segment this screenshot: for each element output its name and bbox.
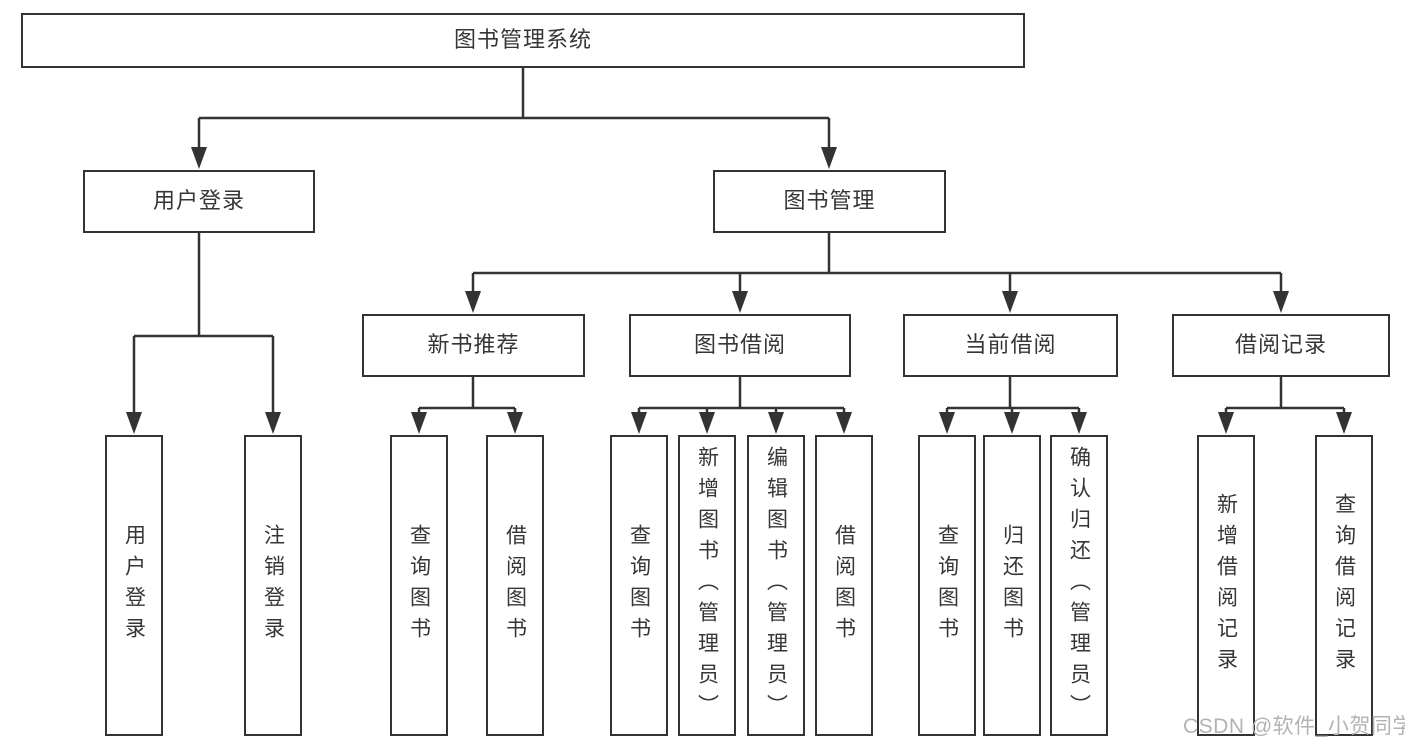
node-br-add-record: 新增借阅记录 <box>1197 435 1255 736</box>
node-cb-return-books-label: 归还图书 <box>1000 523 1024 648</box>
node-book-management: 图书管理 <box>713 170 946 233</box>
arrowhead-icon <box>1004 412 1020 434</box>
node-book-borrowing: 图书借阅 <box>629 314 851 377</box>
node-bb-query-books: 查询图书 <box>610 435 668 736</box>
node-cb-return-books: 归还图书 <box>983 435 1041 736</box>
node-book-borrowing-label: 图书借阅 <box>693 332 786 358</box>
node-br-query-record: 查询借阅记录 <box>1315 435 1373 736</box>
arrowhead-icon <box>1002 291 1018 313</box>
node-nb-borrow-books-label: 借阅图书 <box>503 523 527 648</box>
arrowhead-icon <box>768 412 784 434</box>
node-book-management-label: 图书管理 <box>783 188 876 214</box>
arrowhead-icon <box>631 412 647 434</box>
node-logout-label: 注销登录 <box>261 523 285 648</box>
node-logout: 注销登录 <box>244 435 302 736</box>
arrowhead-icon <box>836 412 852 434</box>
node-user-login: 用户登录 <box>105 435 163 736</box>
node-user-login-group-label: 用户登录 <box>152 188 245 214</box>
node-bb-edit-books-admin-label: 编辑图书（管理员） <box>764 446 788 725</box>
arrowhead-icon <box>1071 412 1087 434</box>
arrowhead-icon <box>265 412 281 434</box>
node-cb-query-books: 查询图书 <box>918 435 976 736</box>
node-new-book-recommend: 新书推荐 <box>362 314 585 377</box>
node-br-query-record-label: 查询借阅记录 <box>1332 492 1356 679</box>
arrowhead-icon <box>507 412 523 434</box>
arrowhead-icon <box>1218 412 1234 434</box>
arrowhead-icon <box>732 291 748 313</box>
node-borrow-records: 借阅记录 <box>1172 314 1390 377</box>
node-root-label: 图书管理系统 <box>453 27 592 53</box>
node-cb-query-books-label: 查询图书 <box>935 523 959 648</box>
node-nb-query-books: 查询图书 <box>390 435 448 736</box>
node-nb-borrow-books: 借阅图书 <box>486 435 544 736</box>
arrowhead-icon <box>465 291 481 313</box>
node-current-borrowing-label: 当前借阅 <box>964 332 1057 358</box>
node-user-login-group: 用户登录 <box>83 170 315 233</box>
node-bb-add-books-admin: 新增图书（管理员） <box>678 435 736 736</box>
node-cb-confirm-return-admin: 确认归还（管理员） <box>1050 435 1108 736</box>
arrowhead-icon <box>411 412 427 434</box>
node-cb-confirm-return-admin-label: 确认归还（管理员） <box>1067 446 1091 725</box>
arrowhead-icon <box>126 412 142 434</box>
node-root: 图书管理系统 <box>21 13 1025 68</box>
node-nb-query-books-label: 查询图书 <box>407 523 431 648</box>
watermark: CSDN @软件_小贺同学 <box>1183 715 1405 738</box>
arrowhead-icon <box>821 147 837 169</box>
arrowhead-icon <box>699 412 715 434</box>
node-bb-edit-books-admin: 编辑图书（管理员） <box>747 435 805 736</box>
arrowhead-icon <box>939 412 955 434</box>
node-user-login-label: 用户登录 <box>122 523 146 648</box>
arrowhead-icon <box>1273 291 1289 313</box>
node-new-book-recommend-label: 新书推荐 <box>427 332 520 358</box>
node-bb-query-books-label: 查询图书 <box>627 523 651 648</box>
node-borrow-records-label: 借阅记录 <box>1234 332 1327 358</box>
node-bb-borrow-books: 借阅图书 <box>815 435 873 736</box>
node-bb-borrow-books-label: 借阅图书 <box>832 523 856 648</box>
node-current-borrowing: 当前借阅 <box>903 314 1118 377</box>
node-br-add-record-label: 新增借阅记录 <box>1214 492 1238 679</box>
arrowhead-icon <box>191 147 207 169</box>
arrowhead-icon <box>1336 412 1352 434</box>
node-bb-add-books-admin-label: 新增图书（管理员） <box>695 446 719 725</box>
